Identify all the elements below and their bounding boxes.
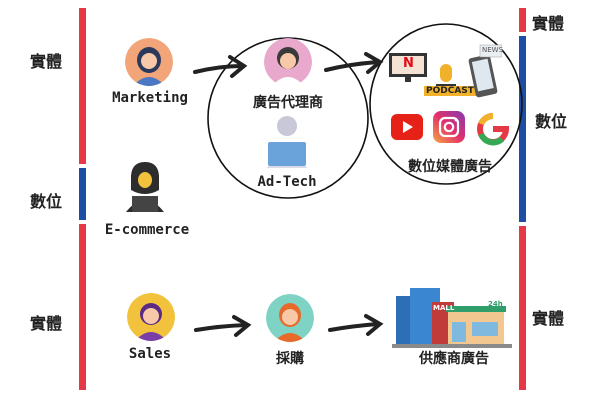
ad-agency-label: 廣告代理商 bbox=[253, 95, 323, 111]
ad-tech-label: Ad-Tech bbox=[257, 174, 317, 190]
right-label-physical-bottom: 實體 bbox=[532, 309, 565, 328]
ad-tech-icon bbox=[262, 112, 312, 168]
ad-agency-avatar bbox=[264, 38, 312, 86]
podcast-text: PODCAST bbox=[424, 86, 476, 96]
news-phone-icon: NEWS bbox=[466, 44, 504, 100]
right-label-digital: 數位 bbox=[535, 112, 568, 131]
netflix-letter: N bbox=[403, 56, 414, 71]
digital-media-label: 數位媒體廣告 bbox=[408, 159, 492, 175]
arrow-agency-to-media bbox=[324, 52, 384, 74]
mall-sign: MALL bbox=[433, 304, 455, 312]
arrow-procurement-to-supplier bbox=[328, 314, 384, 336]
right-label-physical-top: 實體 bbox=[532, 14, 565, 33]
procurement-avatar bbox=[266, 294, 314, 342]
supplier-ads-label: 供應商廣告 bbox=[419, 351, 489, 367]
ecommerce-label: E-commerce bbox=[104, 222, 190, 238]
left-label-digital: 數位 bbox=[30, 192, 63, 211]
right-axis-digital bbox=[519, 36, 526, 222]
instagram-icon bbox=[432, 110, 466, 144]
left-label-physical-top: 實體 bbox=[30, 52, 63, 71]
media-circle bbox=[369, 23, 523, 185]
left-axis-digital bbox=[79, 168, 86, 220]
sales-avatar bbox=[127, 293, 175, 341]
sales-label: Sales bbox=[128, 346, 172, 362]
left-label-physical-bottom: 實體 bbox=[30, 314, 63, 333]
right-axis-physical-bottom bbox=[519, 226, 526, 390]
google-icon bbox=[476, 112, 510, 146]
left-axis-physical-bottom bbox=[79, 224, 86, 390]
procurement-label: 採購 bbox=[276, 351, 304, 367]
store-24h-sign: 24h bbox=[488, 300, 503, 308]
marketing-label: Marketing bbox=[112, 90, 188, 106]
news-text: NEWS bbox=[482, 46, 504, 54]
right-axis-physical-top bbox=[519, 8, 526, 32]
podcast-icon: PODCAST bbox=[424, 62, 476, 102]
arrow-marketing-to-agency bbox=[193, 55, 248, 78]
supplier-buildings-icon: MALL 24h bbox=[392, 282, 512, 350]
ecommerce-icon bbox=[122, 160, 168, 212]
marketing-avatar bbox=[125, 38, 173, 86]
left-axis-physical-top bbox=[79, 8, 86, 164]
youtube-icon bbox=[390, 112, 424, 142]
arrow-sales-to-procurement bbox=[194, 315, 252, 337]
netflix-tv-icon: N bbox=[388, 52, 428, 84]
